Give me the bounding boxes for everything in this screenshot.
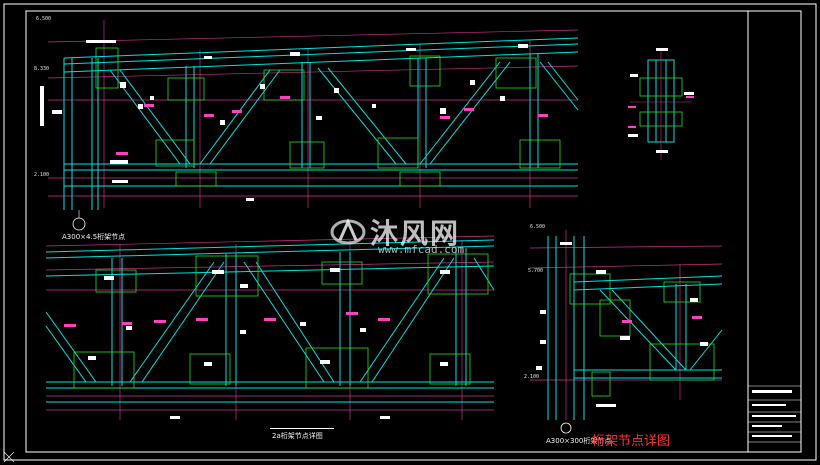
truss-elevation-top	[40, 20, 579, 231]
view-title-bottom-left: 2a桁架节点详图	[272, 432, 323, 440]
watermark-text: 沐风网	[370, 217, 461, 250]
elevation-label-top-b: 8.330	[34, 66, 50, 72]
drawing-caption: 桁架节点详图	[592, 434, 671, 449]
elevation-label-right-a: 6.500	[530, 224, 546, 230]
sheet-outer-frame	[3, 3, 817, 461]
elevation-label-right-c: 2.100	[524, 374, 540, 380]
title-block	[748, 385, 801, 443]
elevation-label-top-c: 2.100	[34, 172, 50, 178]
view-title-top-left: A300×4.5桁架节点	[62, 233, 126, 241]
view-title-bottom-right: A300×300桁架节点	[546, 437, 612, 445]
truss-elevation-bottom	[45, 235, 495, 429]
sheet-inner-frame	[25, 10, 802, 453]
watermark-logo-icon	[330, 218, 366, 245]
watermark-url: www.mfcad.com	[378, 243, 465, 256]
elevation-label-right-b: 5.700	[528, 268, 544, 274]
truss-end-detail	[529, 230, 723, 434]
elevation-label-top-a: 6.500	[36, 16, 52, 22]
corner-crosshair-marks	[3, 451, 15, 463]
column-section-detail	[628, 48, 694, 160]
